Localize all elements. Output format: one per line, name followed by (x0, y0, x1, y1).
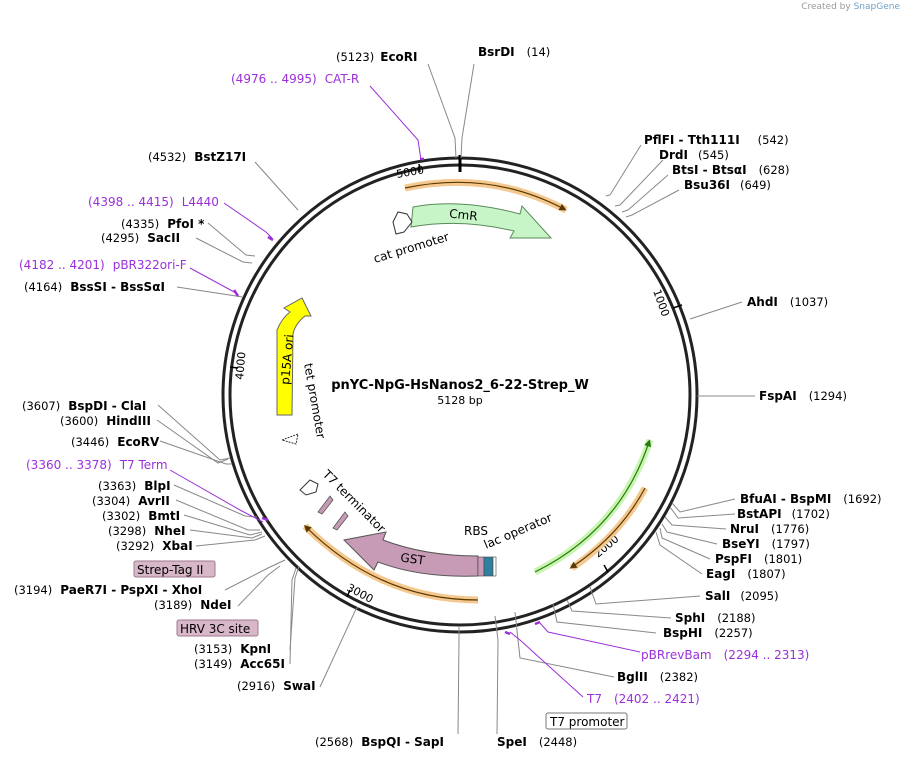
enzyme-label: BseYI(1797) (722, 537, 810, 551)
tick-4000: 4000 (233, 351, 248, 380)
lac-operator-block (483, 556, 494, 577)
enzyme-label: BfuAI - BspMI(1692) (740, 492, 882, 506)
enzyme-label: (2568)BspQI - SapI (315, 735, 444, 749)
enzyme-label: FspAI(1294) (759, 389, 847, 403)
snapgene-credit: Created by SnapGene (801, 2, 900, 12)
enzyme-label: BtsI - BtsαI(628) (672, 163, 790, 177)
gst-label: GST (400, 550, 427, 567)
enzyme-label: (3363)BlpI (98, 479, 171, 493)
enzyme-label: (4335)PfoI * (121, 217, 205, 231)
cat-promoter-label: cat promoter (372, 230, 451, 266)
primer-label: pBRrevBam(2294 .. 2313) (641, 648, 809, 662)
enzyme-label: PspFI(1801) (715, 552, 802, 566)
primer-labels: (4976 .. 4995)CAT-R (4398 .. 4415)L4440 … (19, 72, 809, 706)
enzyme-label: (3302)BmtI (102, 509, 180, 523)
enzyme-label: (3600)HindIII (60, 414, 151, 428)
rbs-block (477, 556, 485, 577)
enzyme-label: (3607)BspDI - ClaI (22, 399, 146, 413)
plasmid-name: pnYC-NpG-HsNanos2_6-22-Strep_W (331, 378, 589, 393)
cmr-feature: CmR (410, 203, 553, 239)
primer-label: (4976 .. 4995)CAT-R (231, 72, 359, 86)
enzyme-label: (3446)EcoRV (71, 435, 160, 449)
primer-label: T7(2402 .. 2421) (586, 692, 700, 706)
tet-promoter-label: tet promoter (301, 362, 328, 440)
enzyme-label: AhdI(1037) (747, 295, 828, 309)
primer-label: (3360 .. 3378)T7 Term (26, 458, 168, 472)
orf-arcs (302, 178, 654, 604)
lac-operator-label: lac operator (482, 510, 554, 551)
enzyme-label: EagI(1807) (706, 567, 786, 581)
p15a-ori-feature: p15A ori (276, 297, 312, 416)
hrv-3c-site-box: HRV 3C site (176, 619, 259, 637)
enzyme-label: BspHI(2257) (663, 626, 753, 640)
enzyme-label: BsrDI(14) (478, 45, 550, 59)
strep-tag-box: Strep-Tag II (133, 560, 216, 578)
svg-text:HRV 3C site: HRV 3C site (180, 622, 250, 636)
p15a-ori-label: p15A ori (278, 334, 296, 386)
enzyme-labels: (5123)EcoRI BsrDI(14) PflFI - Tth111I(54… (14, 45, 882, 749)
tick-5000: 5000 (395, 163, 425, 181)
enzyme-label: (4164)BssSI - BssSαI (24, 280, 165, 294)
enzyme-label: (2916)SwaI (237, 679, 316, 693)
t7-promoter-box: T7 promoter (545, 712, 628, 730)
enzyme-label: SalI(2095) (705, 589, 779, 603)
enzyme-label: (3292)XbaI (116, 539, 193, 553)
enzyme-label: (3194)PaeR7I - PspXI - XhoI (14, 583, 202, 597)
enzyme-label: SpeI(2448) (497, 735, 577, 749)
enzyme-label: (3153)KpnI (194, 642, 271, 656)
enzyme-label: BglII(2382) (617, 670, 698, 684)
enzyme-label: (3189)NdeI (154, 598, 232, 612)
enzyme-label: (3304)AvrII (92, 494, 170, 508)
enzyme-label: (4295)SacII (101, 231, 180, 245)
enzyme-label: DrdI(545) (659, 148, 729, 162)
enzyme-label: NruI(1776) (730, 522, 809, 536)
cmr-label: CmR (449, 207, 479, 224)
enzyme-label: (4532)BstZ17I (148, 150, 246, 164)
primer-label: (4398 .. 4415)L4440 (88, 195, 219, 209)
enzyme-label: Bsu36I(649) (684, 178, 771, 192)
plasmid-size: 5128 bp (437, 394, 482, 407)
svg-text:T7 promoter: T7 promoter (549, 715, 625, 729)
enzyme-label: (5123)EcoRI (336, 50, 418, 64)
position-ticks (229, 163, 683, 598)
primer-leader-lines (169, 85, 641, 698)
gst-feature: GST (342, 531, 497, 577)
rbs-label: RBS (464, 524, 488, 538)
enzyme-label: (3298)NheI (108, 524, 185, 538)
enzyme-label: SphI(2188) (675, 611, 756, 625)
svg-text:Strep-Tag II: Strep-Tag II (137, 563, 203, 577)
enzyme-label: PflFI - Tth111I(542) (644, 133, 789, 147)
t7-terminator-feature: T7 terminator (299, 467, 388, 536)
tick-1000: 1000 (650, 288, 672, 319)
plasmid-backbone (221, 155, 699, 634)
enzyme-label: BstAPI(1702) (737, 507, 830, 521)
snapgene-logo: SnapGene (853, 2, 900, 12)
primer-label: (4182 .. 4201)pBR322ori-F (19, 258, 187, 272)
primer-marks (232, 157, 541, 636)
enzyme-label: (3149)Acc65I (194, 657, 285, 671)
leader-lines (156, 63, 755, 735)
